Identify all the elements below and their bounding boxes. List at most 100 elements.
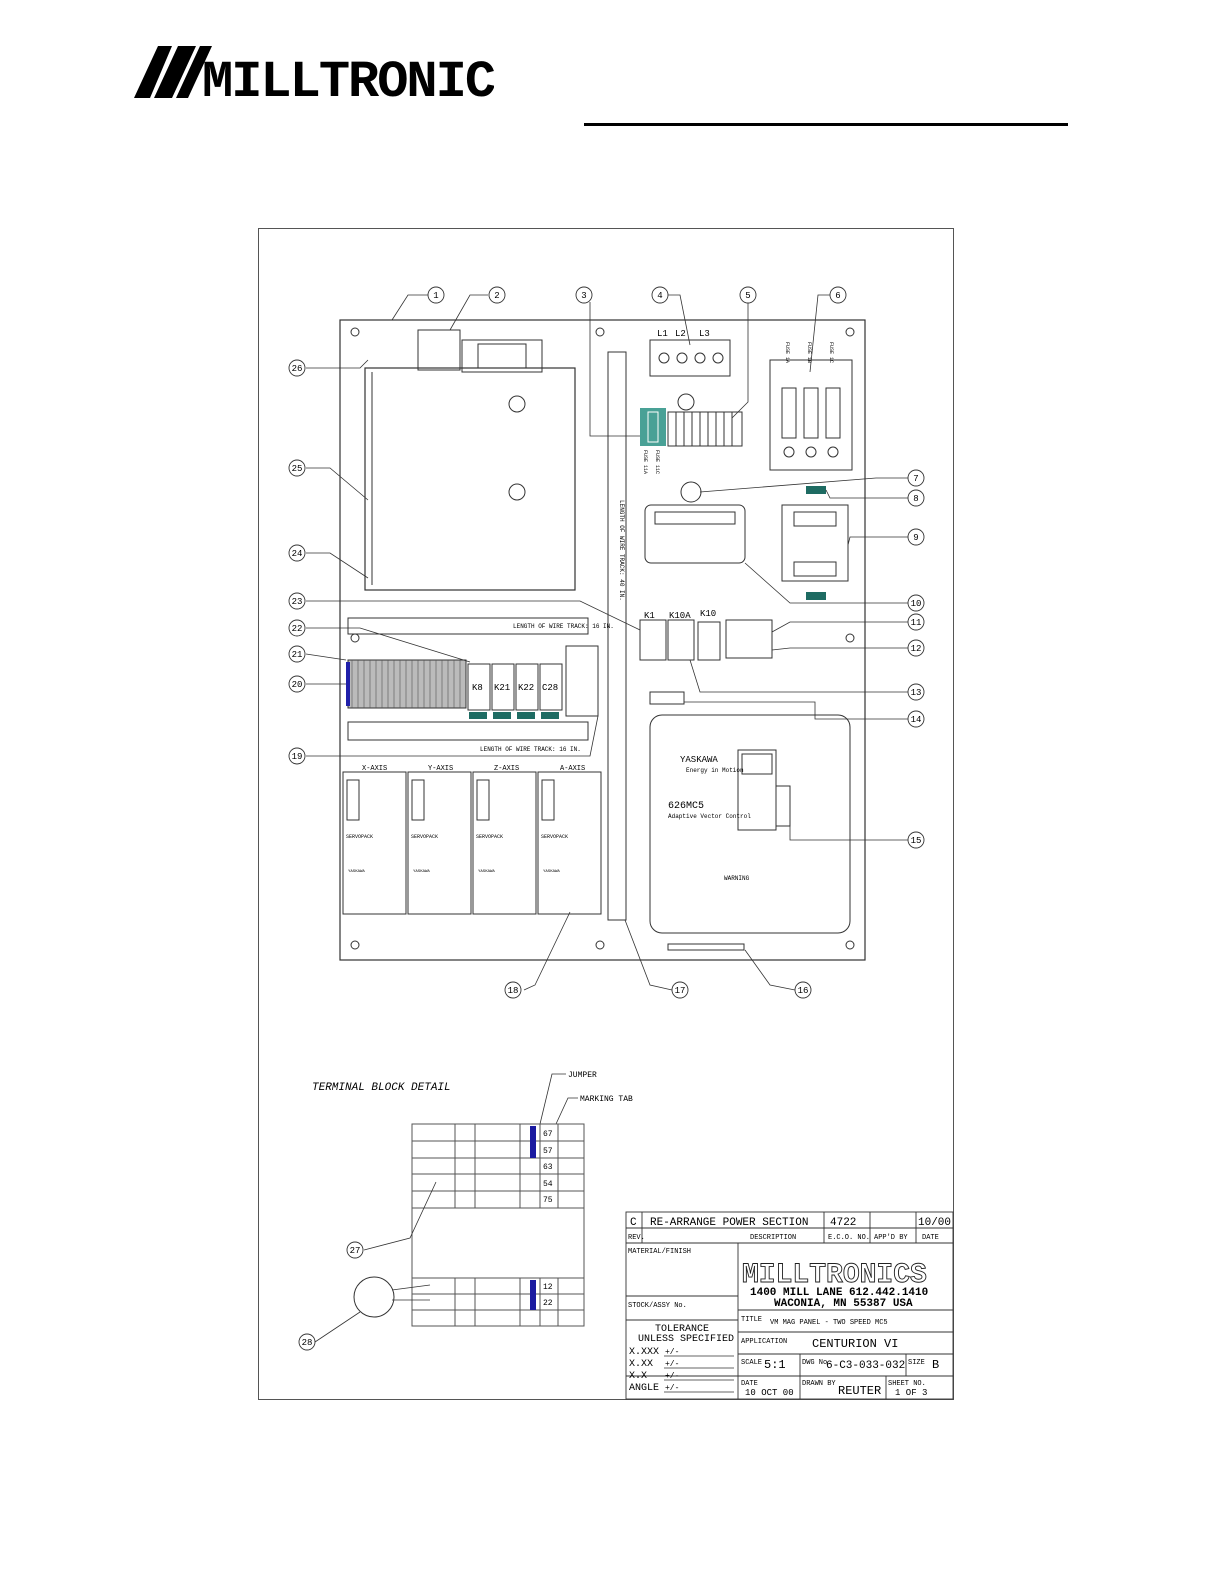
servopack-a [537, 771, 602, 915]
title-label: TITLE [741, 1316, 762, 1324]
dwg-value: 6-C3-033-032 [826, 1360, 905, 1372]
vector-drive [649, 714, 851, 934]
jumper-label: JUMPER [568, 1071, 597, 1080]
main-terminals [649, 339, 731, 377]
terminal-strip-5 [667, 411, 743, 447]
label-title_block-tol_xxxx: X.XXX [629, 1347, 659, 1358]
terminal-block-detail [411, 1123, 585, 1327]
label-callouts-13: 14 [911, 715, 922, 725]
label-callouts-15: 16 [798, 986, 809, 996]
address-line-2: WACONIA, MN 55387 USA [774, 1298, 913, 1310]
label-title_block-hdr_appd: APP'D BY [874, 1234, 908, 1242]
term-54: 54 [543, 1180, 553, 1189]
label-a-axis: A-AXIS [560, 765, 585, 773]
label-callouts-8: 9 [913, 533, 918, 543]
servopack-x [342, 771, 407, 915]
term-12: 12 [543, 1283, 553, 1292]
label-z-axis: Z-AXIS [494, 765, 519, 773]
wire-track-top [347, 617, 589, 635]
control-transformer [644, 504, 746, 564]
fuse-block [640, 408, 666, 446]
term-22: 22 [543, 1299, 553, 1308]
fuse-1c-label: FUSE 1C [828, 342, 834, 363]
transformer-box [364, 367, 576, 591]
label-callouts-7: 8 [913, 494, 918, 504]
label-k10: K10 [700, 609, 716, 619]
terminal-strip [347, 659, 467, 709]
label-callouts-21: 22 [292, 624, 303, 634]
line-filter [417, 329, 461, 371]
contactor-k21 [491, 663, 515, 711]
label-callouts-27: 28 [302, 1338, 313, 1348]
label-title_block-tol_sym: +/- [665, 1348, 679, 1357]
label-callouts-3: 4 [657, 291, 662, 301]
top-device [461, 339, 543, 373]
rev-value: C [630, 1217, 637, 1229]
material-label: MATERIAL/FINISH [628, 1248, 691, 1256]
sheet-label: SHEET NO. [888, 1380, 926, 1388]
header-rule [584, 123, 1068, 126]
label-title_block-hdr_date: DATE [922, 1234, 939, 1242]
label-callouts-9: 10 [911, 599, 922, 609]
eco-value: 4722 [830, 1217, 856, 1229]
application-label: APPLICATION [741, 1338, 787, 1346]
wire-track-bottom-label: LENGTH OF WIRE TRACK: 16 IN. [480, 746, 581, 753]
contactor-k8 [467, 663, 491, 711]
wire-track-vertical-label: LENGTH OF WIRE TRACK: 40 IN. [618, 500, 625, 601]
marking-tab-label: MARKING TAB [580, 1095, 633, 1104]
label-callouts-1: 2 [494, 291, 499, 301]
term-63: 63 [543, 1163, 553, 1172]
callout-bubbles [288, 286, 925, 1351]
fuse-11c-label: FUSE 11C [654, 450, 660, 474]
label-callouts-19: 20 [292, 680, 303, 690]
servo-brand-z: SERVOPACK [476, 834, 503, 840]
label-l1: L1 [657, 329, 668, 339]
label-callouts-17: 18 [508, 986, 519, 996]
detail-circle [353, 1276, 395, 1318]
size-label: SIZE [908, 1359, 925, 1367]
relay-k10a [667, 619, 695, 661]
label-callouts-26: 27 [350, 1246, 361, 1256]
label-title_block-hdr_rev: REV. [628, 1234, 645, 1242]
label-title_block-tol_sym: +/- [665, 1384, 679, 1393]
contactor-c28 [539, 663, 563, 711]
label-l3: L3 [699, 329, 710, 339]
label-title_block-hdr_description: DESCRIPTION [750, 1234, 796, 1242]
fuse-1a-label: FUSE 1A [784, 342, 790, 363]
label-callouts-5: 6 [835, 291, 840, 301]
label-k8: K8 [472, 683, 483, 693]
wire-track-top-label: LENGTH OF WIRE TRACK: 16 IN. [513, 623, 614, 630]
rev-date: 10/00 [918, 1217, 951, 1229]
sheet-value: 1 OF 3 [895, 1388, 927, 1398]
drive-warning: WARNING [724, 875, 750, 882]
scale-label: SCALE [741, 1359, 762, 1367]
size-value: B [932, 1358, 939, 1372]
power-supply [781, 504, 849, 582]
label-callouts-2: 3 [581, 291, 586, 301]
logo-text: MILLTRONICS [202, 53, 494, 102]
drawing-frame [258, 228, 954, 1400]
drive-subtitle: Adaptive Vector Control [668, 813, 751, 820]
jumper-lower [530, 1280, 536, 1310]
servopack-z [472, 771, 537, 915]
term-57: 57 [543, 1147, 553, 1156]
application-value: CENTURION VI [812, 1337, 898, 1351]
label-title_block-tol_angle: ANGLE [629, 1383, 659, 1394]
fuse-1b-label: FUSE 1B [806, 342, 812, 363]
servo-brand-a: SERVOPACK [541, 834, 568, 840]
label-callouts-4: 5 [745, 291, 750, 301]
servopack-y [407, 771, 472, 915]
label-title_block-hdr_eco: E.C.O. NO. [828, 1234, 870, 1242]
relay-bank [725, 619, 773, 659]
label-callouts-0: 1 [433, 291, 438, 301]
overload-relay [565, 645, 599, 717]
label-title_block-tol_xxx: X.XX [629, 1359, 653, 1370]
label-callouts-11: 12 [911, 644, 922, 654]
green-tag [806, 486, 826, 494]
stock-label: STOCK/ASSY No. [628, 1302, 687, 1310]
label-callouts-10: 11 [911, 618, 922, 628]
tolerance-line-2: UNLESS SPECIFIED [638, 1334, 734, 1345]
label-title_block-tol_xx: X.X [629, 1371, 647, 1382]
jumper-upper [530, 1126, 536, 1158]
